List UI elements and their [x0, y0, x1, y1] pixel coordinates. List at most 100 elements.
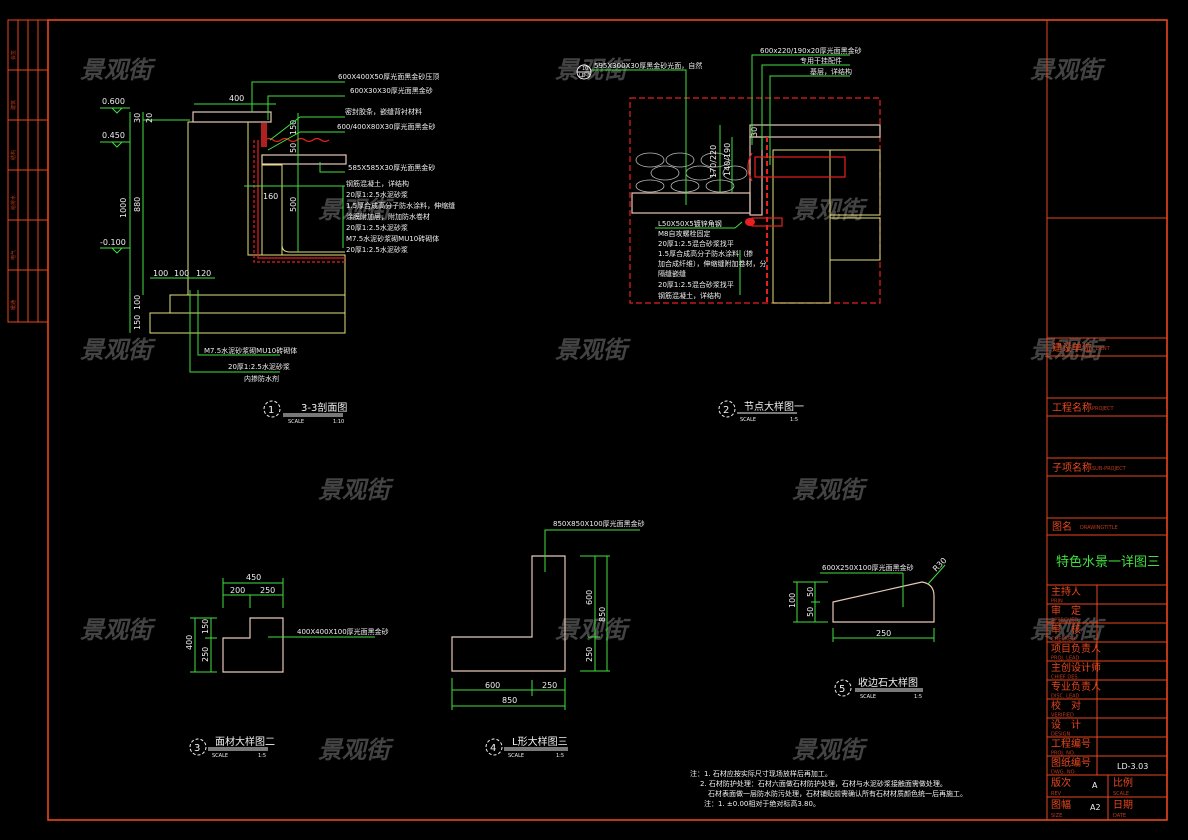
dim-170-220: 170/220 — [709, 145, 718, 178]
strip-label: 结构 — [10, 150, 17, 160]
title-number: 3 — [194, 743, 200, 754]
date-en: DATE — [1113, 813, 1126, 819]
watermark: 景观街 — [318, 476, 394, 504]
dim-250-v: 250 — [201, 647, 210, 662]
role-en: PRIN — [1051, 599, 1063, 605]
title-number: 5 — [839, 684, 845, 695]
size-en: SIZE — [1051, 813, 1062, 819]
dim-450: 450 — [246, 573, 261, 582]
watermark: 景观街 — [555, 616, 631, 644]
strip-label: 给排水 — [10, 195, 17, 210]
drawing-title-label: 图名 — [1052, 520, 1072, 533]
dim-20: 20 — [145, 113, 154, 123]
level-0600: 0.600 — [102, 97, 125, 106]
dim-1000: 1000 — [119, 198, 128, 218]
dim-600: 600 — [485, 681, 500, 690]
role-label: 项目负责人 — [1051, 642, 1101, 655]
dim-250-v: 250 — [585, 647, 594, 662]
level-0450: 0.450 — [102, 131, 125, 140]
s2-label: 600x220/190x20厚光面黑金砂 — [760, 46, 862, 55]
size-label: 图幅 — [1051, 798, 1071, 811]
title-number: 2 — [723, 405, 729, 416]
subproject-en: SUB-PROJECT — [1092, 466, 1127, 472]
watermark: 景观街 — [80, 56, 156, 84]
watermark: 景观街 — [318, 196, 394, 224]
s2-label: 隔缝嵌缝 — [658, 269, 686, 278]
role-label: 设 计 — [1051, 718, 1081, 731]
revision-en: REV — [1051, 791, 1062, 797]
dim-100: 100 — [788, 593, 797, 608]
title-name: 节点大样图一 — [744, 400, 804, 413]
title-scale: 1:5 — [790, 417, 798, 423]
dim-200: 200 — [230, 586, 245, 595]
role-label: 校 对 — [1051, 699, 1081, 712]
watermark: 景观街 — [1030, 616, 1106, 644]
role-label: 主持人 — [1051, 585, 1081, 598]
revision-value: A — [1092, 781, 1098, 790]
s2-label: L50X50X5镀锌角钢 — [658, 219, 722, 228]
s1-label: 1.5厚合成高分子防水涂料，伸缩缝 — [346, 201, 455, 210]
role-label: 图纸编号 — [1051, 756, 1091, 769]
dim-150-v: 150 — [133, 315, 142, 330]
project-label: 工程名称 — [1052, 401, 1092, 414]
detail-4-drawing: 600 250 850 600 250 850 850X850X100厚光面黑金… — [451, 519, 645, 710]
title-scale: 1:5 — [258, 753, 266, 759]
dim-50: 50 — [289, 143, 298, 153]
watermark: 景观街 — [80, 616, 156, 644]
s1-label: 20厚1:2.5水泥砂浆 — [346, 245, 408, 254]
strip-label: 电气 — [10, 250, 17, 260]
dim-880: 880 — [133, 197, 142, 212]
dim-140-190: 140/190 — [723, 143, 732, 176]
level-minus-0100: -0.100 — [100, 238, 126, 247]
s1-label: 钢筋混凝土，详结构 — [346, 179, 409, 188]
role-label: 审 定 — [1051, 604, 1081, 617]
dim-150: 150 — [289, 120, 298, 135]
project-en: PROJECT — [1092, 406, 1115, 412]
s1-label: 20厚1:2.5水泥砂浆 — [346, 190, 408, 199]
watermark: 景观街 — [80, 336, 156, 364]
left-signature-strip: 会签 建筑 结构 给排水 电气 暖通 — [7, 19, 49, 323]
dim-250: 250 — [260, 586, 275, 595]
s2-label: 加合成纤维），伸缩缝附加卷材，分 — [658, 259, 767, 268]
s1-label: 600/400X80X30厚光面黑金砂 — [337, 122, 436, 131]
dim-150: 150 — [201, 619, 210, 634]
role-label: 专业负责人 — [1051, 680, 1101, 693]
role-en: DWG. NO. — [1051, 770, 1076, 776]
client-en: CLIENT — [1092, 346, 1111, 352]
role-en: APPROVED — [1051, 618, 1078, 624]
s2-label: M8自攻螺栓固定 — [658, 229, 711, 238]
title-block-footer: 版次 REV A 比例 SCALE 图幅 SIZE A2 日期 DATE — [1047, 774, 1167, 820]
title-scale: 1:5 — [914, 694, 922, 700]
role-en: PROJ. NO. — [1051, 751, 1076, 757]
subproject-label: 子项名称 — [1052, 461, 1092, 474]
title-name: L形大样图三 — [512, 735, 568, 748]
title-number: 4 — [490, 743, 496, 754]
section-2-drawing: 30 170/220 140/190 10 LD-3 595X300X30厚黑金… — [576, 46, 881, 304]
s2-label: 1.5厚合成高分子防水涂料（掺 — [658, 249, 753, 258]
dim-600-v: 600 — [585, 590, 594, 605]
role-en: CHECKED — [1051, 637, 1075, 643]
note-line: 注：1. 石材应按实际尺寸现场放样后再加工。 — [690, 770, 832, 778]
role-label: 审 核 — [1051, 623, 1081, 636]
dim-100-v: 100 — [133, 295, 142, 310]
detail-5-drawing: 100 50 50 250 600X250X100厚光面黑金砂 R30 — [788, 556, 949, 642]
dim-400: 400 — [185, 635, 194, 650]
watermark: 景观街 — [555, 336, 631, 364]
title-scale-label: SCALE — [860, 694, 876, 700]
watermark: 景观街 — [1030, 56, 1106, 84]
dim-120: 120 — [196, 269, 211, 278]
detail-5-title: 5 收边石大样图 SCALE 1:5 — [834, 676, 923, 700]
strip-label: 会签 — [10, 50, 17, 60]
strip-label: 暖通 — [10, 300, 17, 310]
s1-bottom-label: 20厚1:2.5水泥砂浆 — [228, 362, 290, 371]
drawing-border — [47, 19, 1168, 821]
dim-r30: R30 — [931, 556, 949, 574]
note-line: 石材表面做一层防水防污处理，石材铺贴前需确认所有石材材质颜色统一后再施工。 — [708, 790, 967, 798]
dim-100-a: 100 — [153, 269, 168, 278]
date-label: 日期 — [1113, 799, 1133, 811]
detail-mark-bottom: LD-3 — [579, 73, 591, 79]
s2-label: 钢筋混凝土，详结构 — [658, 291, 721, 300]
s1-label: 600X400X50厚光面黑金砂压顶 — [338, 72, 439, 81]
